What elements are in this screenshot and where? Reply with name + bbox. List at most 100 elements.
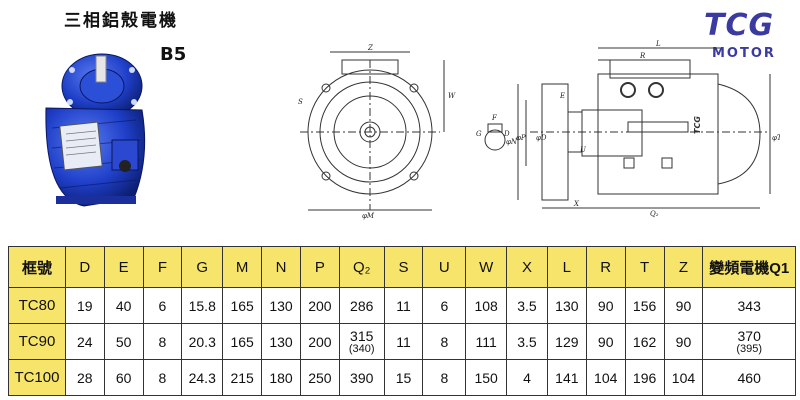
model-label: B5 bbox=[160, 44, 187, 65]
cell-alt-value: (340) bbox=[348, 342, 375, 355]
table-cell: 104 bbox=[663, 359, 704, 396]
label-W: W bbox=[448, 92, 456, 100]
table-cell: 24.3 bbox=[181, 359, 224, 396]
table-cell: 343 bbox=[702, 287, 796, 324]
table-cell: 6 bbox=[422, 287, 467, 324]
table-cell: 90 bbox=[663, 323, 704, 360]
table-cell: 141 bbox=[546, 359, 587, 396]
table-cell: 3.5 bbox=[506, 287, 548, 324]
table-cell: 90 bbox=[585, 287, 626, 324]
table-cell: 130 bbox=[261, 323, 301, 360]
table-cell: 90 bbox=[585, 323, 626, 360]
row-header: TC90 bbox=[8, 323, 66, 360]
cell-value: 315 bbox=[350, 327, 374, 344]
table-cell: 108 bbox=[465, 287, 508, 324]
column-header: X bbox=[506, 246, 548, 288]
column-header: D bbox=[64, 246, 105, 288]
column-header: E bbox=[103, 246, 144, 288]
label-N: φN bbox=[506, 138, 518, 146]
column-header: L bbox=[546, 246, 587, 288]
table-cell: 8 bbox=[422, 323, 467, 360]
table-cell: 6 bbox=[142, 287, 183, 324]
label-U: U bbox=[580, 146, 587, 154]
row-header: TC80 bbox=[8, 287, 66, 324]
table-cell: 8 bbox=[142, 359, 183, 396]
row-header: TC100 bbox=[8, 359, 66, 396]
dimension-drawing: Z S W φM G F D L R E φN φP φD φT X Q₂ U … bbox=[298, 40, 780, 220]
table-cell: 8 bbox=[142, 323, 183, 360]
column-header: R bbox=[585, 246, 626, 288]
column-header: M bbox=[222, 246, 263, 288]
label-D2: φD bbox=[536, 134, 547, 142]
table-cell: 200 bbox=[299, 323, 340, 360]
column-header: T bbox=[624, 246, 665, 288]
table-cell: 90 bbox=[663, 287, 704, 324]
cell-alt-value: (395) bbox=[736, 342, 763, 355]
column-header: Z bbox=[663, 246, 704, 288]
table-cell: 129 bbox=[546, 323, 587, 360]
table-cell: 286 bbox=[338, 287, 385, 324]
table-cell: 15.8 bbox=[181, 287, 224, 324]
table-cell: 111 bbox=[465, 323, 508, 360]
table-cell: 215 bbox=[222, 359, 263, 396]
column-header: F bbox=[142, 246, 183, 288]
column-header: 框號 bbox=[8, 246, 66, 288]
table-cell: 19 bbox=[64, 287, 105, 324]
table-cell: 250 bbox=[299, 359, 340, 396]
table-cell: 460 bbox=[702, 359, 796, 396]
table-cell: 8 bbox=[422, 359, 467, 396]
table-cell: 3.5 bbox=[506, 323, 548, 360]
label-M: φM bbox=[362, 212, 375, 220]
column-header: P bbox=[299, 246, 340, 288]
table-cell: 315(340) bbox=[338, 323, 385, 360]
column-header: N bbox=[261, 246, 301, 288]
table-cell: 50 bbox=[103, 323, 144, 360]
label-Z: Z bbox=[367, 44, 373, 52]
table-cell: 24 bbox=[64, 323, 105, 360]
table-cell: 156 bbox=[624, 287, 665, 324]
column-header: G bbox=[181, 246, 224, 288]
column-header: U bbox=[422, 246, 467, 288]
label-D: D bbox=[503, 130, 510, 138]
label-E: E bbox=[559, 92, 565, 100]
table-cell: 196 bbox=[624, 359, 665, 396]
table-cell: 104 bbox=[585, 359, 626, 396]
logo-brand: TCG bbox=[704, 8, 775, 43]
table-cell: 11 bbox=[383, 287, 424, 324]
label-R: R bbox=[639, 52, 646, 60]
table-cell: 370(395) bbox=[702, 323, 796, 360]
table-cell: 40 bbox=[103, 287, 144, 324]
label-Q2: Q₂ bbox=[650, 210, 659, 218]
table-cell: 162 bbox=[624, 323, 665, 360]
column-header: 變頻電機Q1 bbox=[702, 246, 796, 288]
table-cell: 15 bbox=[383, 359, 424, 396]
label-T: φT bbox=[772, 134, 780, 142]
table-cell: 165 bbox=[222, 287, 263, 324]
tcg-logo: TCG MOTOR bbox=[700, 8, 796, 66]
drawing-nameplate: TCG bbox=[693, 116, 702, 134]
label-X: X bbox=[573, 200, 580, 208]
table-cell: 130 bbox=[261, 287, 301, 324]
table-cell: 28 bbox=[64, 359, 105, 396]
table-cell: 11 bbox=[383, 323, 424, 360]
column-header: W bbox=[465, 246, 508, 288]
table-cell: 150 bbox=[465, 359, 508, 396]
table-cell: 200 bbox=[299, 287, 340, 324]
motor-photo bbox=[45, 53, 146, 207]
label-L: L bbox=[655, 40, 661, 48]
table-cell: 130 bbox=[546, 287, 587, 324]
table-cell: 20.3 bbox=[181, 323, 224, 360]
page-title: 三相鋁殼電機 bbox=[64, 11, 178, 31]
logo-sub: MOTOR bbox=[712, 46, 776, 61]
label-G: G bbox=[476, 130, 482, 138]
cell-value: 370 bbox=[737, 327, 761, 344]
column-header: S bbox=[383, 246, 424, 288]
table-cell: 390 bbox=[338, 359, 385, 396]
label-P: φP bbox=[516, 134, 526, 142]
column-header: Q₂ bbox=[338, 246, 385, 288]
